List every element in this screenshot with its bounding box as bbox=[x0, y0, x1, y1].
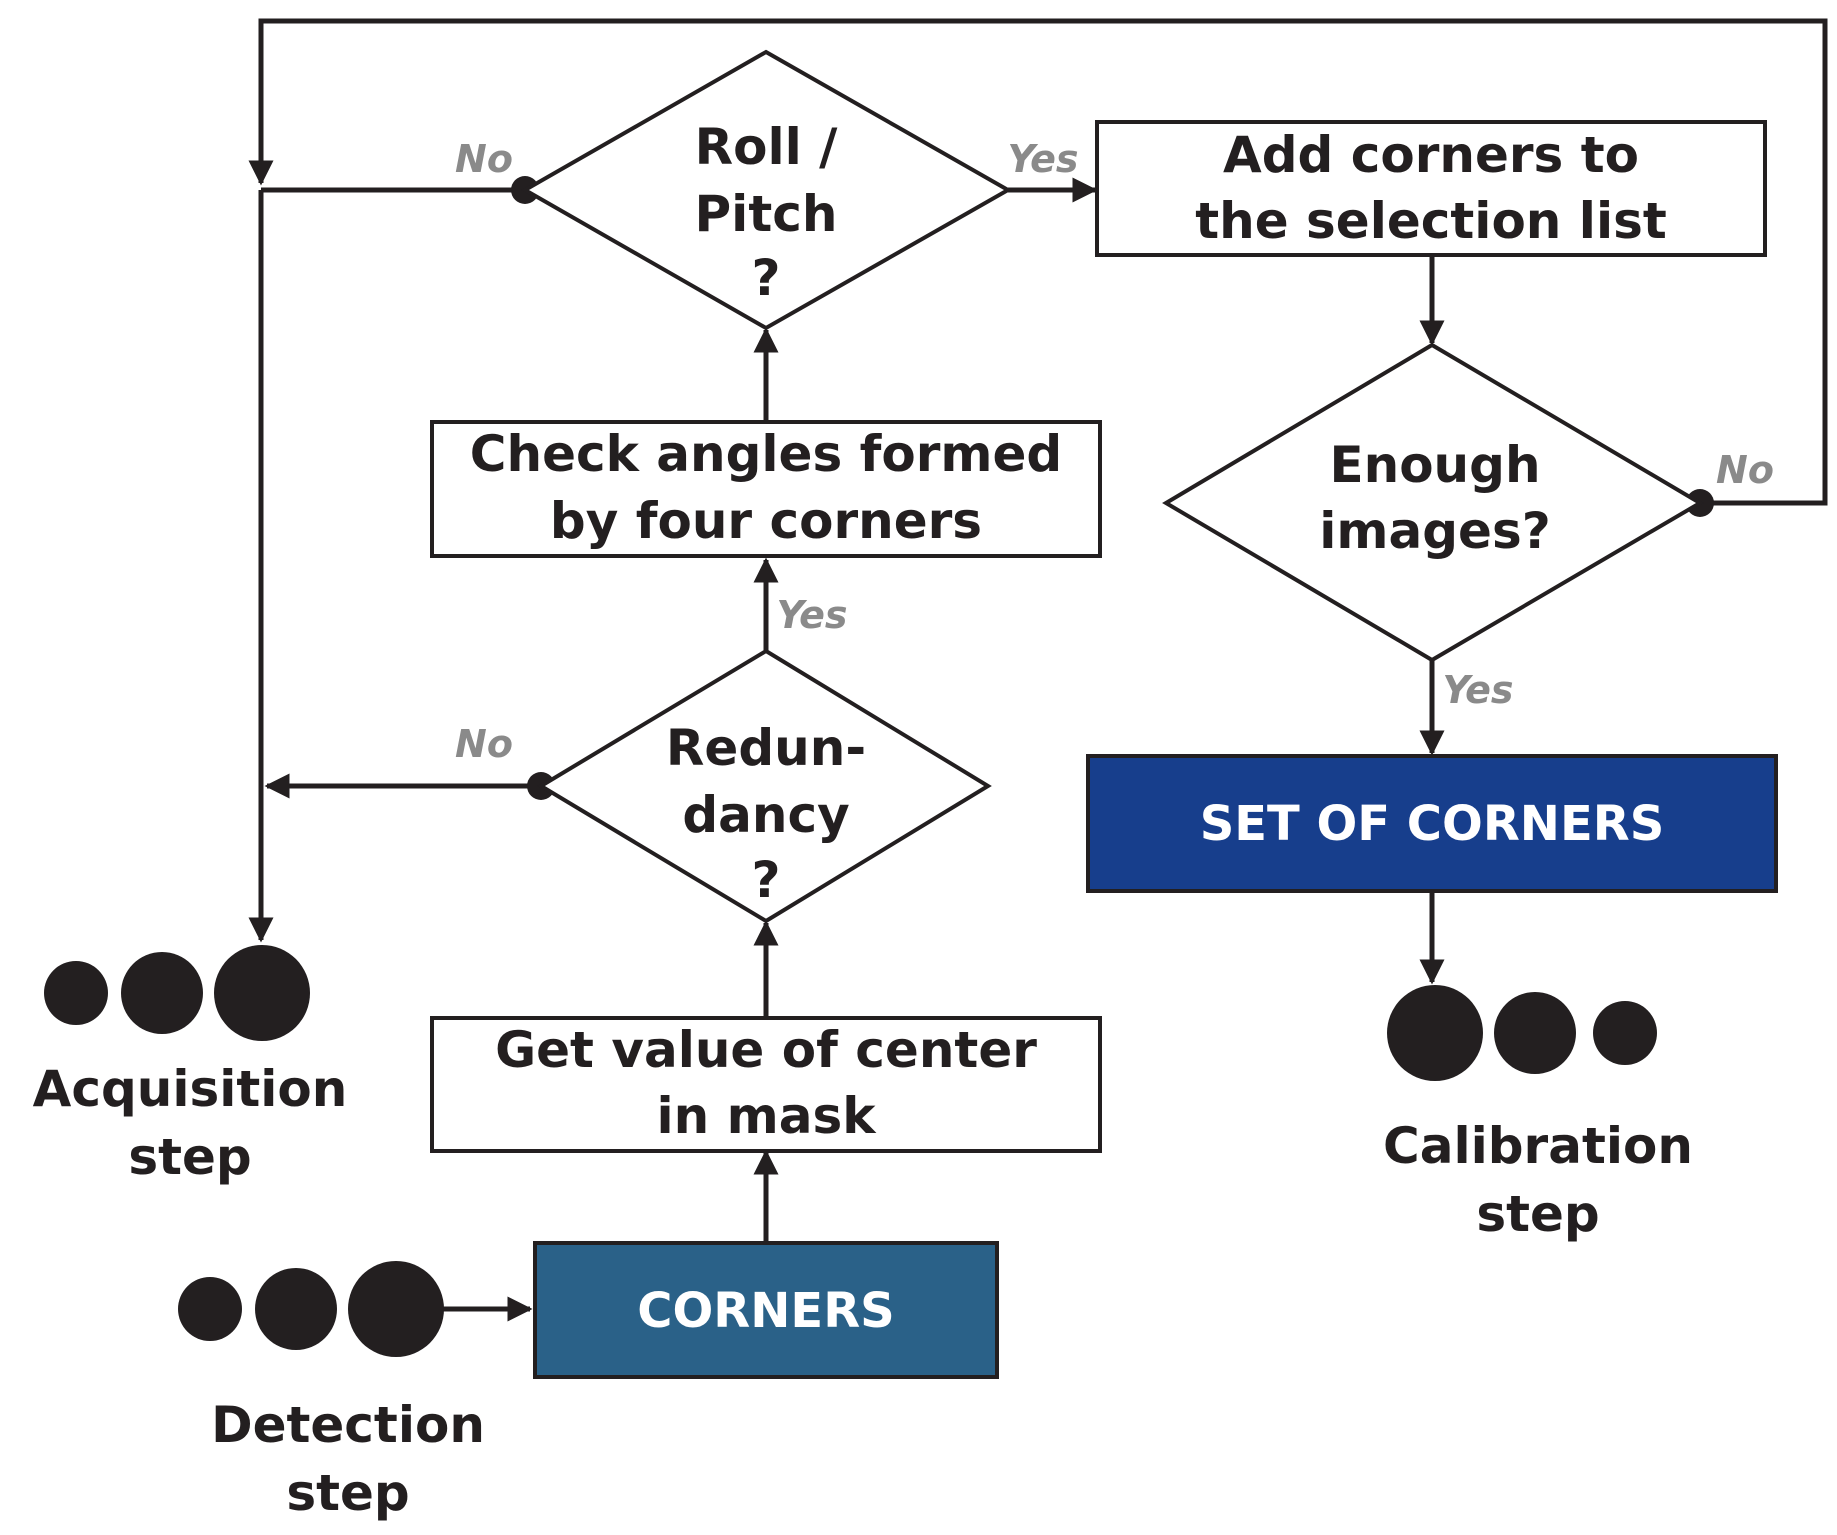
redundancy-yes-label: Yes bbox=[776, 593, 847, 637]
check-angles-box bbox=[430, 420, 1102, 558]
roll-pitch-label-1: Roll / bbox=[695, 118, 839, 176]
calibration-step-label-1: Calibration bbox=[1383, 1117, 1693, 1175]
enough-images-diamond bbox=[1162, 342, 1704, 663]
corners-box bbox=[533, 1241, 999, 1379]
acquisition-step-label-2: step bbox=[128, 1128, 251, 1186]
get-value-label-1: Get value of center bbox=[495, 1021, 1037, 1079]
get-value-label-2: in mask bbox=[657, 1087, 878, 1145]
roll-yes-label: Yes bbox=[1007, 137, 1078, 181]
enough-images-label-2: images? bbox=[1319, 502, 1550, 560]
set-of-corners-box bbox=[1086, 754, 1778, 893]
get-value-box bbox=[430, 1016, 1102, 1153]
redundancy-label-2: dancy bbox=[682, 786, 849, 844]
corners-label: CORNERS bbox=[637, 1283, 894, 1339]
detection-step-dots bbox=[178, 1261, 444, 1357]
detection-step-label-2: step bbox=[286, 1464, 409, 1522]
acquisition-step-dots bbox=[44, 945, 310, 1041]
add-corners-label-2: the selection list bbox=[1195, 192, 1667, 250]
redundancy-diamond bbox=[537, 648, 992, 924]
add-corners-box bbox=[1095, 120, 1767, 257]
calibration-step-label-2: step bbox=[1476, 1185, 1599, 1243]
check-angles-label-2: by four corners bbox=[550, 492, 982, 550]
add-corners-label-1: Add corners to bbox=[1223, 126, 1639, 184]
roll-pitch-label-2: Pitch bbox=[695, 185, 838, 243]
roll-no-label: No bbox=[455, 137, 513, 181]
acquisition-step-label-1: Acquisition bbox=[33, 1060, 348, 1118]
redundancy-label-3: ? bbox=[751, 851, 780, 909]
roll-pitch-diamond bbox=[520, 49, 1013, 331]
loop-no-connector bbox=[248, 18, 1828, 506]
enough-images-label-1: Enough bbox=[1329, 436, 1540, 494]
enough-no-label: No bbox=[1716, 448, 1774, 492]
enough-yes-label: Yes bbox=[1442, 668, 1513, 712]
redundancy-label-1: Redun- bbox=[666, 719, 866, 777]
set-of-corners-label: SET OF CORNERS bbox=[1200, 796, 1665, 852]
calibration-step-dots bbox=[1387, 985, 1657, 1081]
redundancy-no-label: No bbox=[455, 722, 513, 766]
roll-pitch-label-3: ? bbox=[751, 249, 780, 307]
check-angles-label-1: Check angles formed bbox=[470, 425, 1062, 483]
detection-step-label-1: Detection bbox=[211, 1396, 485, 1454]
